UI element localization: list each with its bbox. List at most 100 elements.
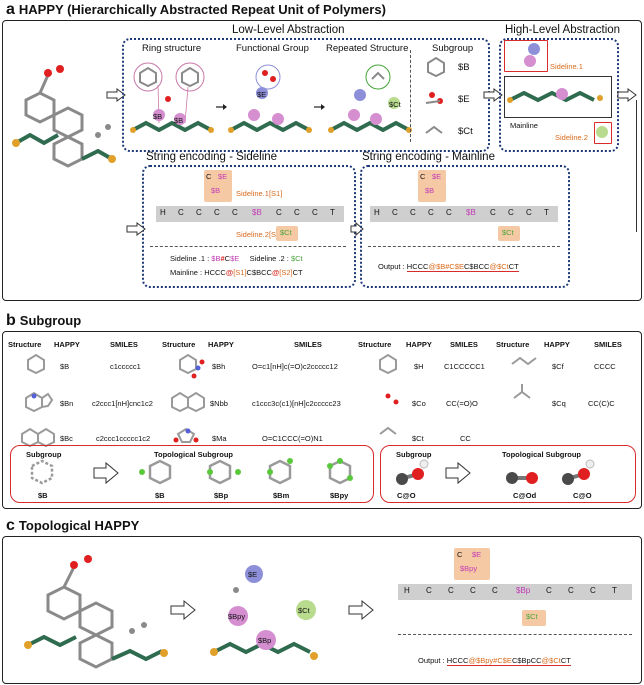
enc-sideline-s1-label: Sideline.1[S1] [236, 189, 283, 198]
sideline2-box [594, 122, 612, 144]
topo-divider [398, 634, 632, 635]
enc-mainline-bottom: $Ct [502, 228, 514, 237]
sl1-prefix: Sideline .1 : [170, 254, 212, 263]
happy-cf: $Cf [552, 362, 564, 371]
input-molecule [12, 65, 116, 168]
high-level-title: High-Level Abstraction [505, 24, 621, 36]
header-smiles: SMILES [110, 340, 138, 349]
topo-left-box [10, 445, 374, 503]
topo-atom-ct: $Ct [298, 606, 310, 615]
enc-mainline-top-b: $B [425, 186, 435, 195]
bar-char: C [294, 208, 300, 217]
bar-char: C [196, 208, 202, 217]
sl1-e: $E [230, 254, 240, 263]
main-prefix: Mainline : [170, 268, 205, 277]
topo-left-topo: Topological Subgroup [154, 450, 234, 459]
smiles-bn: c2ccc1[nH]cnc1c2 [92, 399, 153, 408]
bar-char: C [568, 586, 574, 595]
arrow-right-icon [126, 222, 146, 236]
sideline2-label: Sideline.2 [555, 133, 588, 142]
bar-char: C [428, 208, 434, 217]
topo-out-p2: @$Bpy#C$E [468, 656, 512, 665]
arrow-right-icon [348, 599, 374, 621]
happy-nbb: $Nbb [210, 399, 228, 408]
low-level-molecules [130, 62, 412, 133]
panel-c-title-text: Topological HAPPY [18, 518, 140, 533]
main-at1: @ [225, 268, 234, 277]
step-functional: Functional Group [236, 43, 309, 54]
bar-char: C [590, 586, 596, 595]
enc-sideline-top-c: C [206, 172, 212, 181]
topo-right-subgroup: Subgroup [396, 450, 432, 459]
smiles-cq: CC(C)C [588, 399, 615, 408]
header-happy: HAPPY [208, 340, 234, 349]
bar-char: C [232, 208, 238, 217]
main-s1: [S1] [233, 268, 247, 277]
topo-left-label: $Bp [214, 491, 229, 500]
header-happy: HAPPY [406, 340, 432, 349]
atom-label-e: $E [257, 90, 267, 99]
out-p2: @$B#C$E [428, 262, 465, 271]
happy-h: $H [414, 362, 424, 371]
header-structure: Structure [496, 340, 530, 349]
bar-char: C [410, 208, 416, 217]
bar-char: C [392, 208, 398, 217]
topo-out-p4: @$Ct [541, 656, 561, 665]
enc-sideline-s2-ct: $Ct [280, 228, 292, 237]
topo-left-label: $B [155, 491, 165, 500]
bar-char: C [526, 208, 532, 217]
topo-left-subgroup: Subgroup [26, 450, 62, 459]
bar-char: $B [466, 208, 476, 217]
happy-ct: $Ct [412, 434, 424, 443]
enc-mainline-top-c: C [420, 172, 426, 181]
enc-sideline-top-box [204, 170, 232, 202]
main-p1: HCCC [204, 268, 226, 277]
sideline2-molecule [596, 126, 608, 138]
topo-top-box [454, 548, 490, 580]
arrow-right-icon [106, 88, 126, 102]
bar-char: H [404, 586, 410, 595]
main-at2: @ [271, 268, 280, 277]
subgroup-ct: $Ct [458, 126, 473, 137]
bar-char: H [160, 208, 166, 217]
topo-right-topo: Topological Subgroup [502, 450, 582, 459]
out-prefix: Output : [378, 262, 407, 271]
topo-atom-bpy: $Bpy [228, 612, 246, 621]
enc-sideline-line1: Sideline .1 : $B#C$E Sideline .2 : $Ct [170, 254, 303, 263]
enc-mainline-top-e: $E [432, 172, 442, 181]
bar-char: C [470, 586, 476, 595]
happy-b: $B [60, 362, 70, 371]
atom-label-ct: $Ct [389, 100, 401, 109]
out-p3: C$BCC [464, 262, 490, 271]
smiles-co: CC(=O)O [446, 399, 478, 408]
smiles-cf: CCCC [594, 362, 616, 371]
bar-char: C [446, 208, 452, 217]
happy-bn: $Bn [60, 399, 74, 408]
step-repeated: Repeated Structure [326, 43, 409, 54]
bar-char: C [178, 208, 184, 217]
main-s2: [S2] [279, 268, 293, 277]
bar-char: C [490, 208, 496, 217]
topo-right-box [380, 445, 636, 503]
smiles-bh: O=c1[nH]c(=O)c2ccccc12 [252, 362, 338, 371]
bar-char: $Bp [516, 586, 531, 595]
topo-bottom: $Ct [526, 612, 538, 621]
mainline-label: Mainline [510, 121, 538, 130]
happy-co: $Co [412, 399, 426, 408]
smiles-nbb: c1ccc3c(c1)[nH]c2ccccc23 [252, 399, 341, 408]
subgroup-title: Subgroup [432, 43, 474, 54]
arrow-right-icon [350, 221, 364, 237]
topo-out-prefix: Output : [418, 656, 447, 665]
bar-char: C [492, 586, 498, 595]
enc-sideline-top-b: $B [211, 186, 221, 195]
topo-abstract-molecule [210, 565, 318, 660]
topo-right-label: C@O [397, 491, 416, 500]
arrow-right-icon [170, 599, 196, 621]
topo-left-rings [30, 458, 353, 485]
topo-top-b: $Bpy [460, 564, 478, 573]
enc-mainline-bottom-box [498, 226, 520, 241]
return-line [628, 100, 637, 232]
bar-char: C [214, 208, 220, 217]
header-structure: Structure [358, 340, 392, 349]
